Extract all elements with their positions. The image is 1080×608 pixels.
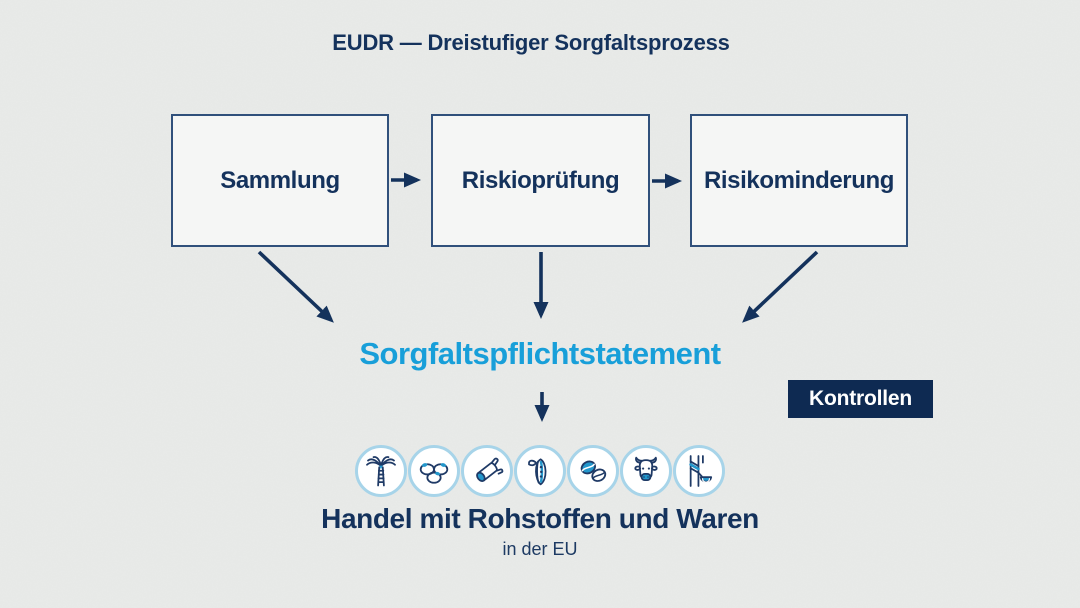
process-box-label: Sammlung <box>220 166 340 194</box>
palm-tree-icon <box>366 456 396 487</box>
statement-label: Sorgfaltspflichtstatement <box>359 336 721 371</box>
wood-log-icon <box>476 457 504 482</box>
process-box-label: Riskioprüfung <box>461 166 620 194</box>
arrow-box3-statement <box>742 250 819 323</box>
commodity-circle-rubber <box>673 445 725 497</box>
process-box-sammlung: Sammlung <box>171 114 389 247</box>
arrow-box1-statement <box>257 250 334 323</box>
coffee-beans-icon <box>580 460 607 482</box>
footer-title: Handel mit Rohstoffen und Waren <box>321 503 759 534</box>
commodity-circle-cacao <box>514 445 566 497</box>
commodity-circle-soy <box>408 445 460 497</box>
commodity-circle-wood <box>461 445 513 497</box>
cacao-pod-icon <box>528 458 547 486</box>
rubber-tap-icon <box>689 455 713 487</box>
kontrollen-badge-label: Kontrollen <box>809 387 912 410</box>
kontrollen-badge: Kontrollen <box>788 380 933 418</box>
footer-subtitle: in der EU <box>502 539 578 559</box>
process-box-risikopruefung: Riskioprüfung <box>431 114 650 247</box>
commodity-icons-row <box>355 445 725 497</box>
soybeans-icon <box>419 463 449 484</box>
commodity-circle-coffee <box>567 445 619 497</box>
cattle-icon <box>634 456 658 482</box>
commodity-circle-cattle <box>620 445 672 497</box>
process-box-risikominderung: Risikominderung <box>690 114 908 247</box>
diagram-title: EUDR — Dreistufiger Sorgfaltsprozess <box>332 30 730 55</box>
commodity-circle-palm-oil <box>355 445 407 497</box>
process-box-label: Risikominderung <box>703 166 895 194</box>
